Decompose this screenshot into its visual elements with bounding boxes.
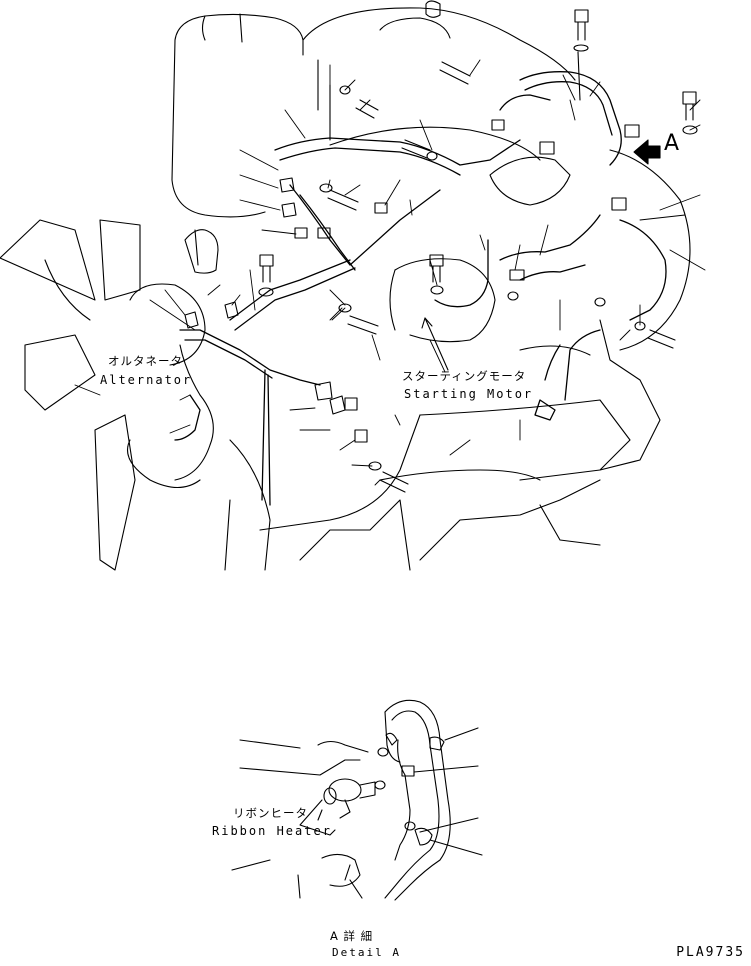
view-arrow-icon bbox=[633, 139, 661, 165]
starter-pointer bbox=[421, 317, 449, 371]
leader-lines bbox=[74, 59, 706, 486]
detail-a-title-jp: A 詳 細 bbox=[330, 929, 374, 943]
detail-a-title-en: Detail A bbox=[332, 946, 401, 959]
ribbon-heater-label-jp: リボンヒータ bbox=[233, 806, 308, 820]
view-marker-a: A bbox=[664, 131, 680, 156]
bolt-icon bbox=[258, 9, 698, 493]
alternator-label-jp: オルタネータ bbox=[108, 354, 183, 368]
drawing-code: PLA9735 bbox=[676, 945, 745, 960]
starting-motor-label-en: Starting Motor bbox=[404, 387, 534, 401]
ribbon-heater-label-en: Ribbon Heater bbox=[212, 824, 332, 838]
clamp-icon bbox=[184, 85, 646, 471]
engine-body bbox=[126, 0, 691, 571]
wire-harness bbox=[174, 71, 667, 506]
fan bbox=[0, 219, 141, 571]
alternator-label-en: Alternator bbox=[100, 373, 193, 387]
detail-a-drawing bbox=[231, 699, 483, 901]
starting-motor-label-jp: スターティングモータ bbox=[402, 369, 527, 383]
